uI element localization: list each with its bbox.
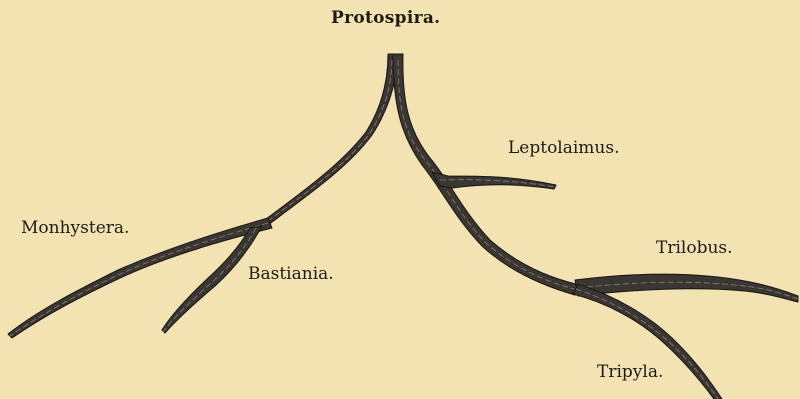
label-monhystera: Monhystera.	[21, 220, 129, 237]
branch-trunk-right	[393, 54, 580, 295]
root-label-protospira: Protospira.	[331, 10, 440, 27]
label-bastiania: Bastiania.	[248, 266, 334, 283]
label-trilobus: Trilobus.	[656, 240, 733, 257]
label-leptolaimus: Leptolaimus.	[508, 140, 620, 157]
branch-trunk-left	[262, 54, 398, 225]
label-tripyla: Tripyla.	[597, 364, 663, 381]
branch-leptolaimus	[432, 172, 556, 189]
